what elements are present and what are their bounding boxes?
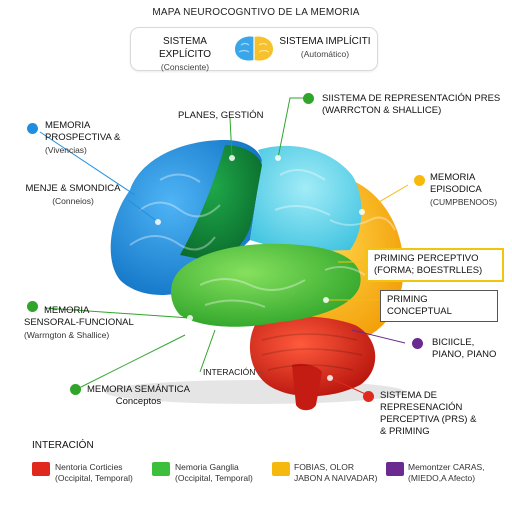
- label-interaccion-text: INTERACIÓN: [203, 367, 256, 377]
- label-sensorial-line1: MEMORIA: [44, 305, 90, 316]
- label-episodica-line1: MEMORIA: [430, 172, 476, 183]
- leader-lines: [39, 97, 409, 398]
- region-green-temporal: [171, 243, 361, 327]
- legend-item-purple: Memontzer CARAS, (MIEDO,A Afecto): [408, 462, 485, 484]
- label-menje-line2: (Conneios): [52, 196, 94, 206]
- legend-item-red-line1: Nentoria Corticies: [55, 462, 123, 472]
- arrows-icon: ‹›: [257, 367, 264, 377]
- label-prospectiva-line3: (Vivencias): [45, 145, 87, 155]
- implicit-system-subtitle: (Automático): [300, 49, 350, 59]
- label-sensorial-line3: (Warrngton & Shallice): [24, 330, 110, 340]
- dot-prospectiva: [27, 123, 38, 134]
- label-prospectiva-line2: PROSPECTIVA &: [45, 132, 121, 143]
- label-semantica-line2: Conceptos: [115, 396, 162, 407]
- legend-swatch-green: [152, 462, 170, 476]
- legend-item-purple-line1: Memontzer CARAS,: [408, 462, 485, 472]
- brain-gyri: [129, 169, 396, 308]
- label-planes: PLANES, GESTIÓN: [178, 110, 264, 121]
- label-prs-line3: & PRIMING: [380, 426, 430, 437]
- explicit-system-title: SISTEMA EXPLÍCITO: [158, 36, 212, 60]
- dot-bicicle: [412, 338, 423, 349]
- label-prospectiva: MEMORIA PROSPECTIVA & (Vivencias): [45, 120, 120, 156]
- diagram-title: MAPA NEUROCOGNTIVO DE LA MEMORIA: [152, 7, 360, 18]
- label-interaccion: INTERACIÓN ‹›: [203, 366, 264, 378]
- legend-swatch-yellow: [272, 462, 290, 476]
- leader-sensorial: [44, 307, 191, 319]
- label-semantica: MEMORIA SEMÁNTICA Conceptos: [87, 384, 190, 408]
- explicit-system-subtitle: (Consciente): [160, 62, 210, 72]
- legend-item-green-line2: (Occipital, Temporal): [175, 473, 253, 483]
- legend-item-red-line2: (Occipital, Temporal): [55, 473, 133, 483]
- legend-item-yellow: FOBIAS, OLOR JABON A NAIVADAR): [294, 462, 377, 484]
- dot-sistema-rep: [303, 93, 314, 104]
- label-sistema-rep-line1: SIISTEMA DE REPRESENTACIÓN PRES: [322, 93, 501, 104]
- region-cyan-parietal: [250, 145, 362, 252]
- leader-bicicle: [351, 329, 406, 344]
- mini-brain-icon: [235, 36, 273, 61]
- dot-semantica: [70, 384, 81, 395]
- label-menje-line1: MENJE & SMONDICA: [25, 183, 121, 194]
- legend-item-purple-line2: (MIEDO,A Afecto): [408, 473, 476, 483]
- dot-sensorial: [27, 301, 38, 312]
- label-sistema-rep: SIISTEMA DE REPRESENTACIÓN PRES (WARRCTO…: [322, 93, 500, 117]
- dot-episodica: [414, 175, 425, 186]
- leader-interaccion: [199, 329, 216, 373]
- legend-item-red: Nentoria Corticies (Occipital, Temporal): [55, 462, 133, 484]
- label-prs-line2: PERCEPTIVA (PRS) &: [380, 414, 477, 425]
- cerebellum-folds: [261, 333, 363, 371]
- legend-item-green-line1: Nemoria Ganglia: [175, 462, 239, 472]
- label-menje: MENJE & SMONDICA (Conneios): [14, 183, 132, 207]
- leader-menje: [127, 199, 159, 223]
- implicit-system-title: SISTEMA IMPLÍCITI: [279, 36, 371, 47]
- callout-priming-perceptivo: PRIMING PERCEPTIVO (FORMA; BOESTRLLES): [366, 248, 504, 282]
- legend-item-yellow-line1: FOBIAS, OLOR: [294, 462, 354, 472]
- legend-item-green: Nemoria Ganglia (Occipital, Temporal): [175, 462, 253, 484]
- label-sensorial-line2: SENSORAL-FUNCIONAL: [24, 317, 134, 328]
- label-episodica-line2: EPISODICA: [430, 184, 482, 195]
- callout-priming-perceptivo-line2: (FORMA; BOESTRLLES): [374, 265, 483, 276]
- legend-item-yellow-line2: JABON A NAIVADAR): [294, 473, 378, 483]
- label-sensorial: MEMORIA SENSORAL-FUNCIONAL (Warrngton & …: [24, 305, 134, 341]
- label-sistema-rep-line2: (WARRCTON & SHALLICE): [322, 105, 442, 116]
- label-bicicle-line2: PIANO, PIANO: [432, 349, 497, 360]
- glow-points: [155, 155, 365, 381]
- leader-episodica: [361, 184, 409, 213]
- label-prospectiva-line1: MEMORIA: [45, 120, 91, 131]
- region-red-cerebellum: [249, 316, 376, 397]
- label-episodica-line3: (CUMPBENOOS): [430, 197, 498, 207]
- explicit-system: SISTEMA EXPLÍCITO (Consciente): [137, 35, 233, 74]
- legend-swatch-red: [32, 462, 50, 476]
- dot-prs: [363, 391, 374, 402]
- callout-priming-perceptivo-line1: PRIMING PERCEPTIVO: [374, 253, 479, 264]
- system-header: SISTEMA EXPLÍCITO (Consciente) SISTEMA I…: [130, 27, 378, 74]
- legend-title: INTERACIÓN: [32, 440, 94, 451]
- leader-semantica: [74, 334, 186, 391]
- leader-sistema-rep: [277, 97, 305, 159]
- region-brainstem: [292, 363, 322, 411]
- label-bicicle: BICIICLE, PIANO, PIANO: [432, 337, 496, 361]
- label-semantica-line1: MEMORIA SEMÁNTICA: [87, 384, 190, 395]
- region-darkgreen-motor: [180, 145, 262, 262]
- leader-prospectiva: [39, 131, 136, 196]
- label-prs: SISTEMA DE REPRESENACIÓN PERCEPTIVA (PRS…: [380, 390, 512, 438]
- legend-swatch-purple: [386, 462, 404, 476]
- implicit-system: SISTEMA IMPLÍCITI (Automático): [277, 35, 373, 61]
- callout-priming-conceptual: PRIMING CONCEPTUAL: [380, 290, 498, 322]
- label-episodica: MEMORIA EPISODICA (CUMPBENOOS): [430, 172, 497, 208]
- leader-planes: [229, 117, 233, 159]
- label-bicicle-line1: BICIICLE,: [432, 337, 475, 348]
- label-prs-line1: SISTEMA DE REPRESENACIÓN: [380, 390, 463, 413]
